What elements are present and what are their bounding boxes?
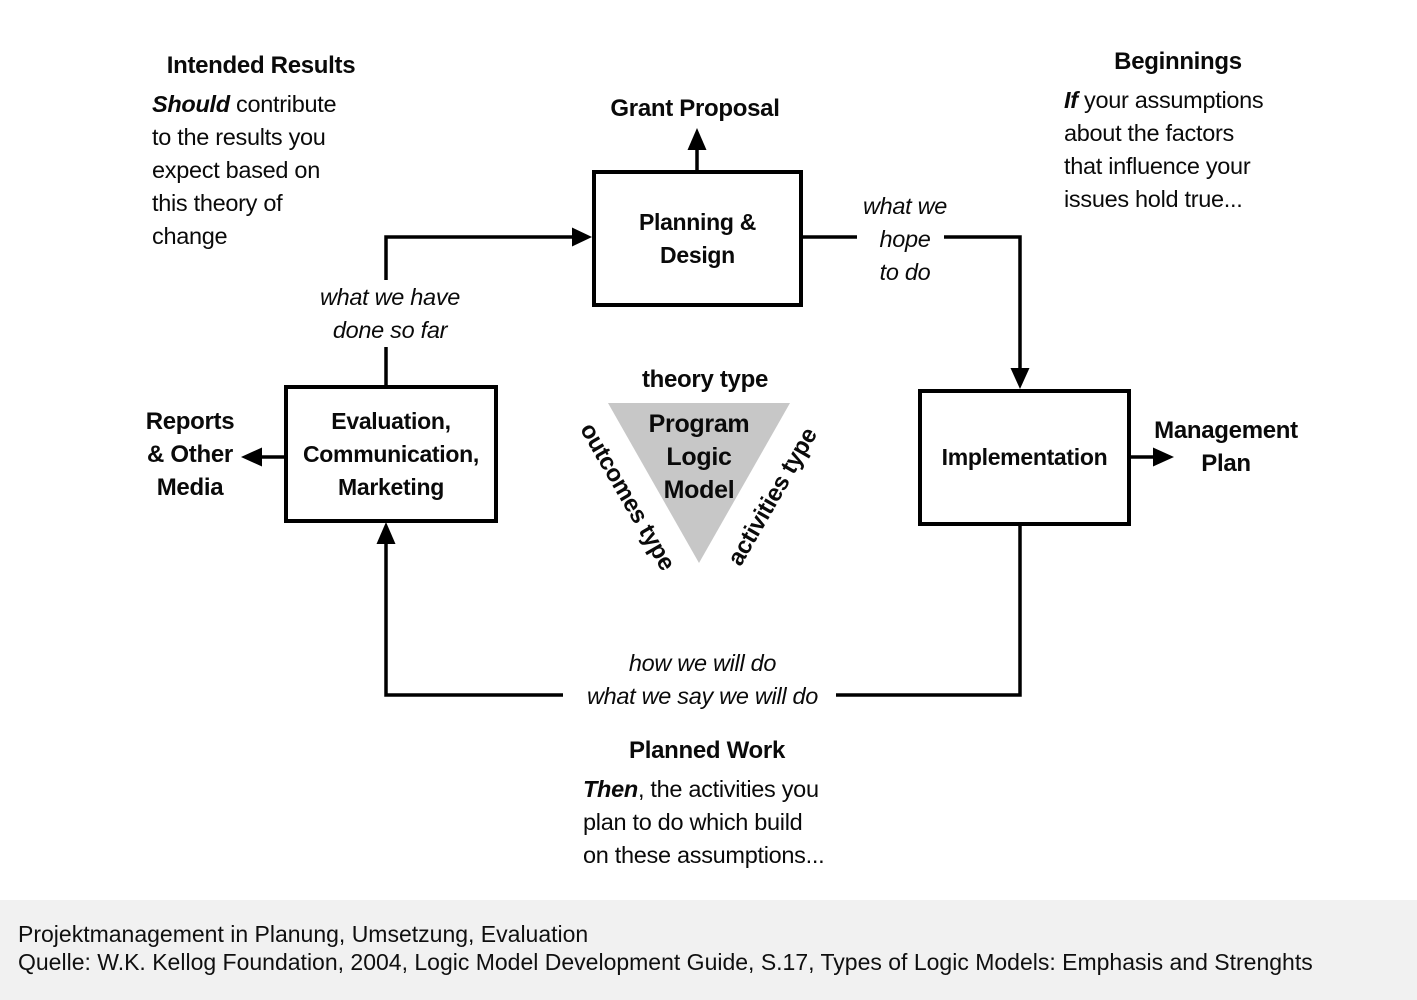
- planning-to-implementation-line: [944, 235, 1022, 372]
- arrowhead-to-grant-icon: [687, 128, 707, 150]
- beginnings-note: Beginnings If your assumptions about the…: [1064, 48, 1292, 216]
- program-logic-model-label: Program Logic Model: [648, 410, 750, 504]
- planned-work-title: Planned Work: [629, 737, 785, 764]
- planned-work-note: Planned Work Then, the activities you pl…: [563, 737, 851, 872]
- reports-other-media-label: Reports & Other Media: [145, 408, 235, 501]
- beginnings-lead-word: If: [1064, 87, 1078, 113]
- evaluation-to-planning-line: [384, 235, 576, 280]
- caption-strip: Projektmanagement in Planung, Umsetzung,…: [0, 900, 1417, 1000]
- arrowhead-into-evaluation-icon: [376, 522, 396, 544]
- theory-type-label: theory type: [641, 366, 769, 393]
- grant-proposal-label: Grant Proposal: [610, 95, 780, 122]
- intended-results-text: contribute to the results you expect bas…: [152, 91, 337, 249]
- arrowheads: [241, 128, 1174, 544]
- implementation-box: Implementation: [918, 389, 1131, 526]
- beginnings-body: If your assumptions about the factors th…: [1064, 84, 1292, 216]
- arrowhead-into-planning-icon: [572, 227, 592, 247]
- intended-results-body: Should contribute to the results you exp…: [152, 88, 370, 253]
- planned-work-body: Then, the activities you plan to do whic…: [563, 773, 851, 872]
- bottom-to-evaluation-line: [384, 540, 563, 697]
- planning-design-box: Planning & Design: [592, 170, 803, 307]
- arrowhead-to-management-icon: [1153, 447, 1174, 467]
- management-plan-label: Management Plan: [1154, 417, 1298, 477]
- logic-model-triangle: [608, 403, 790, 563]
- what-we-have-done-annotation: what we have done so far: [319, 284, 461, 343]
- intended-results-note: Intended Results Should contribute to th…: [152, 52, 370, 253]
- intended-results-lead-word: Should: [152, 91, 230, 117]
- what-we-hope-to-do-annotation: what we hope to do: [862, 193, 948, 285]
- evaluation-communication-marketing-box: Evaluation, Communication, Marketing: [284, 385, 498, 523]
- planned-work-lead-word: Then: [583, 776, 638, 802]
- beginnings-title: Beginnings: [1114, 48, 1242, 75]
- caption-source: Quelle: W.K. Kellog Foundation, 2004, Lo…: [18, 949, 1313, 975]
- beginnings-text: your assumptions about the factors that …: [1064, 87, 1264, 212]
- caption-title: Projektmanagement in Planung, Umsetzung,…: [18, 921, 589, 947]
- arrowhead-into-implementation-icon: [1010, 368, 1030, 389]
- implementation-bottom-line: [836, 525, 1022, 697]
- intended-results-title: Intended Results: [166, 52, 356, 79]
- planned-work-text: , the activities you plan to do which bu…: [583, 776, 825, 868]
- how-we-will-do-annotation: how we will do what we say we will do: [586, 650, 819, 709]
- arrowhead-to-reports-icon: [241, 447, 262, 467]
- flow-arrows-layer: [241, 128, 1174, 697]
- connector-lines: [258, 146, 1157, 697]
